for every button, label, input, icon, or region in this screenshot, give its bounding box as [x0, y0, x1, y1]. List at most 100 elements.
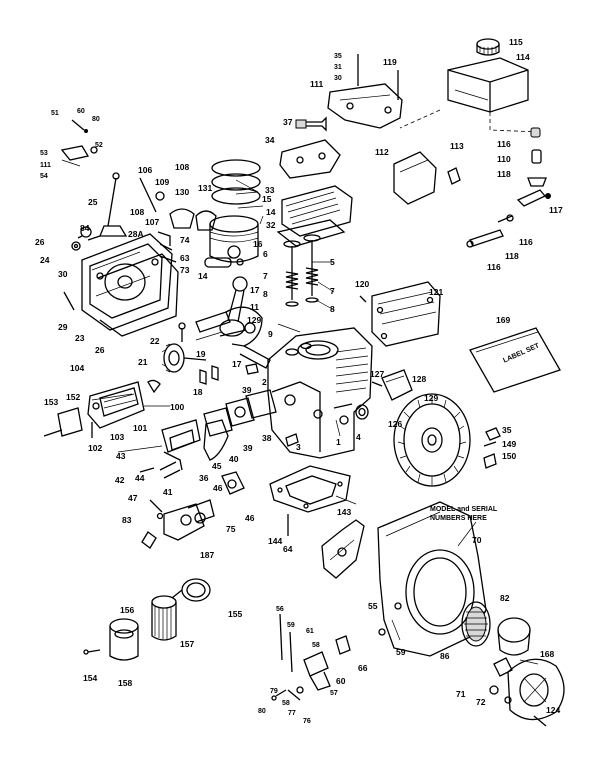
flywheel [393, 393, 471, 487]
throttle-controls [271, 613, 386, 701]
air-cleaner [83, 578, 211, 661]
part-label-46b: 46 [245, 513, 255, 523]
part-label-156: 156 [120, 605, 135, 615]
part-label-121: 121 [429, 287, 444, 297]
part-label-101: 101 [133, 423, 148, 433]
part-label-55: 55 [368, 601, 378, 611]
part-label-45: 45 [212, 461, 222, 471]
part-label-117: 117 [549, 205, 563, 215]
part-label-80b: 80 [258, 708, 266, 715]
part-label-7b: 7 [330, 286, 335, 296]
part-label-6: 6 [263, 249, 268, 259]
base-gasket [269, 465, 351, 536]
engine-block [267, 327, 373, 459]
part-label-59b: 59 [396, 647, 406, 657]
part-label-149: 149 [502, 439, 517, 449]
part-label-114: 114 [516, 52, 530, 62]
part-label-30: 30 [334, 75, 342, 82]
ignition-coil [371, 369, 413, 401]
part-label-1: 1 [336, 437, 341, 447]
part-label-9: 9 [268, 329, 273, 339]
part-label-17b: 17 [232, 359, 242, 369]
cover-gasket [97, 253, 179, 337]
part-label-59a: 59 [287, 622, 295, 629]
part-label-40: 40 [229, 454, 239, 464]
piston-pin [204, 257, 244, 268]
part-label-155: 155 [228, 609, 243, 619]
spark-plug [295, 116, 327, 132]
part-label-16: 16 [253, 239, 263, 249]
part-label-64: 64 [283, 544, 293, 554]
part-label-8a: 8 [263, 289, 268, 299]
part-label-39: 39 [242, 385, 252, 395]
starter-cup [497, 617, 531, 656]
part-label-158: 158 [118, 678, 133, 688]
part-label-108: 108 [175, 162, 190, 172]
part-label-4: 4 [356, 432, 361, 442]
part-label-154: 154 [83, 673, 98, 683]
part-label-100: 100 [170, 402, 185, 412]
part-label-102: 102 [88, 443, 103, 453]
carburetor [139, 467, 215, 549]
part-label-116c: 116 [487, 262, 501, 272]
part-label-119: 119 [383, 57, 397, 67]
recoil-starter [489, 657, 565, 727]
part-label-5: 5 [330, 257, 335, 267]
part-label-128: 128 [412, 374, 427, 384]
intake-gaskets [159, 389, 277, 495]
part-label-21: 21 [138, 357, 148, 367]
part-label-37: 37 [283, 117, 293, 127]
fuel-shutoff [516, 127, 551, 207]
part-label-108b: 108 [130, 207, 145, 217]
part-label-30b: 30 [58, 269, 68, 279]
part-label-58: 58 [312, 642, 320, 649]
part-label-72: 72 [476, 697, 486, 707]
label-set-card [469, 327, 561, 393]
part-label-14A: 14 [198, 271, 208, 281]
part-label-143: 143 [337, 507, 352, 517]
part-label-76: 76 [303, 718, 311, 725]
part-label-60: 60 [77, 108, 85, 115]
connecting-rod [219, 276, 248, 337]
part-label-11: 11 [250, 302, 259, 312]
part-label-31: 31 [334, 64, 342, 71]
model-serial-note-2: NUMBERS HERE [430, 515, 487, 522]
part-label-7a: 7 [263, 271, 268, 281]
mounting-bracket [321, 519, 365, 579]
part-label-115: 115 [509, 37, 523, 47]
part-label-35b: 35 [502, 425, 512, 435]
part-label-46a: 46 [213, 483, 223, 493]
part-label-144: 144 [268, 536, 283, 546]
part-label-36: 36 [199, 473, 209, 483]
part-label-124: 124 [546, 705, 561, 715]
part-label-73: 73 [180, 265, 190, 275]
part-label-61: 61 [306, 628, 314, 635]
flywheel-nut [483, 427, 501, 469]
part-label-169: 169 [496, 315, 511, 325]
fuel-line [466, 214, 514, 248]
part-label-150: 150 [502, 451, 517, 461]
part-label-127: 127 [370, 369, 385, 379]
part-label-41: 41 [163, 487, 173, 497]
part-label-86: 86 [440, 651, 450, 661]
part-label-23: 23 [75, 333, 85, 343]
part-label-103: 103 [110, 432, 125, 442]
oil-fill-tube [393, 151, 461, 205]
part-label-22: 22 [150, 336, 160, 346]
part-label-152: 152 [66, 392, 81, 402]
part-label-130: 130 [175, 187, 190, 197]
part-label-26a: 26 [35, 237, 45, 247]
fuel-cap [476, 38, 500, 56]
part-label-109: 109 [155, 177, 170, 187]
part-label-17a: 17 [250, 285, 260, 295]
part-label-168: 168 [540, 649, 555, 659]
tappets [199, 363, 259, 385]
part-label-111: 111 [310, 79, 324, 89]
part-label-34: 34 [265, 135, 275, 145]
part-label-77: 77 [288, 710, 296, 717]
crankcase-cover [81, 233, 173, 331]
part-label-63: 63 [180, 253, 190, 263]
cylinder-head [281, 185, 353, 237]
